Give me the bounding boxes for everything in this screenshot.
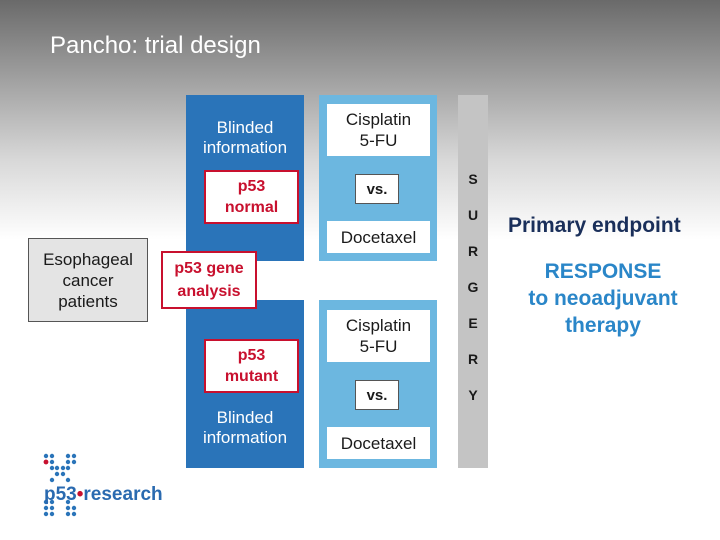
top-drug1-line-1: Cisplatin <box>345 110 412 129</box>
surgery-letter-u: U <box>467 207 479 223</box>
bottom-vs-box: vs. <box>355 380 399 410</box>
bottom-p53-line-2: mutant <box>224 368 279 385</box>
bottom-blinded-line-2: information <box>202 428 288 447</box>
surgery-letter-y: Y <box>468 387 478 403</box>
logo-dot: • <box>76 484 84 505</box>
surgery-letter-e: E <box>468 315 478 331</box>
logo-prefix: p53 <box>44 484 77 505</box>
p53-research-logo-icon <box>40 450 80 520</box>
response-line-1: RESPONSE <box>544 260 662 283</box>
surgery-letter-r2: R <box>467 351 479 367</box>
surgery-bar: S U R G E R Y <box>458 95 488 468</box>
patients-line-3: patients <box>58 291 118 311</box>
logo-suffix: research <box>83 484 163 505</box>
bottom-blinded-line-1: Blinded <box>216 408 274 427</box>
surgery-letter-g: G <box>467 279 479 295</box>
surgery-letter-s: S <box>468 171 478 187</box>
dna-dots-icon <box>43 453 77 517</box>
top-p53-line-2: normal <box>224 199 279 216</box>
analysis-line-2: analysis <box>177 283 241 300</box>
top-drug1-line-2: 5-FU <box>359 131 398 150</box>
top-p53-status-box: p53 normal <box>204 170 299 224</box>
response-line-3: therapy <box>565 314 641 337</box>
surgery-letter-r: R <box>467 243 479 259</box>
bottom-drug1-line-1: Cisplatin <box>345 316 412 335</box>
top-docetaxel-box: Docetaxel <box>327 221 430 253</box>
bottom-drug1-line-2: 5-FU <box>359 337 398 356</box>
top-p53-line-1: p53 <box>237 178 266 195</box>
patients-line-2: cancer <box>62 270 114 290</box>
patients-box: Esophageal cancer patients <box>28 238 148 322</box>
p53-research-logo-text: p53•research <box>44 484 163 506</box>
response-line-2: to neoadjuvant <box>528 287 678 310</box>
bottom-blinded-text: Blinded information <box>186 408 304 448</box>
bottom-p53-line-1: p53 <box>237 347 266 364</box>
gene-analysis-box: p53 gene analysis <box>161 251 257 309</box>
response-text: RESPONSE to neoadjuvant therapy <box>508 258 698 339</box>
top-blinded-text: Blinded information <box>186 118 304 158</box>
analysis-line-1: p53 gene <box>174 260 244 277</box>
bottom-cisplatin-box: Cisplatin 5-FU <box>327 310 430 362</box>
top-blinded-line-1: Blinded <box>216 118 274 137</box>
patients-line-1: Esophageal <box>43 249 133 269</box>
bottom-docetaxel-box: Docetaxel <box>327 427 430 459</box>
top-vs-box: vs. <box>355 174 399 204</box>
top-cisplatin-box: Cisplatin 5-FU <box>327 104 430 156</box>
bottom-p53-status-box: p53 mutant <box>204 339 299 393</box>
top-blinded-line-2: information <box>202 138 288 157</box>
primary-endpoint-title: Primary endpoint <box>508 214 681 237</box>
slide-title: Pancho: trial design <box>50 32 261 59</box>
